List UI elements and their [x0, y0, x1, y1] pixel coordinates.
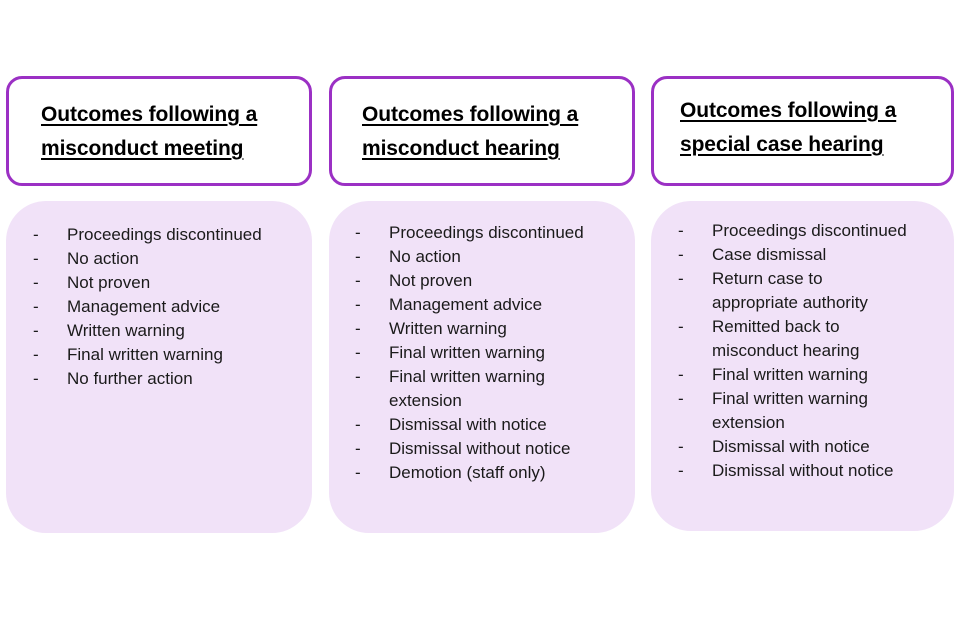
- list-item-label: Final written warning extension: [389, 367, 545, 410]
- list-item: - Management advice: [355, 293, 619, 317]
- list-item: - No action: [33, 247, 295, 271]
- column-header-title-2: Outcomes following a misconduct hearing: [362, 103, 579, 160]
- list-item-label: Written warning: [67, 321, 185, 340]
- list-item: - Demotion (staff only): [355, 461, 619, 485]
- list-item-label: Dismissal with notice: [389, 415, 547, 434]
- list-item: - Proceedings discontinued: [33, 223, 295, 247]
- outcome-list-2: - Proceedings discontinued - No action -…: [355, 221, 619, 485]
- outcomes-column-special-case-hearing: Outcomes following a special case hearin…: [651, 0, 954, 640]
- dash-bullet-icon: -: [355, 463, 361, 482]
- list-item: - Dismissal without notice: [678, 459, 944, 483]
- outcomes-column-misconduct-hearing: Outcomes following a misconduct hearing …: [329, 0, 635, 640]
- column-header-card-1: Outcomes following a misconduct meeting: [6, 76, 312, 186]
- dash-bullet-icon: -: [355, 415, 361, 434]
- dash-bullet-icon: -: [355, 223, 361, 242]
- list-item-label: Management advice: [67, 297, 221, 316]
- outcomes-column-misconduct-meeting: Outcomes following a misconduct meeting …: [6, 0, 312, 640]
- list-item-label: Final written warning: [712, 365, 868, 384]
- list-item-label: Dismissal without notice: [712, 461, 894, 480]
- list-item: - Management advice: [33, 295, 295, 319]
- list-item: - Final written warning extension: [355, 365, 619, 413]
- list-item: - Final written warning: [678, 363, 944, 387]
- dash-bullet-icon: -: [33, 345, 39, 364]
- column-body-card-1: - Proceedings discontinued - No action -…: [6, 201, 312, 533]
- list-item: - Written warning: [355, 317, 619, 341]
- dash-bullet-icon: -: [678, 269, 684, 288]
- list-item-label: Dismissal without notice: [389, 439, 571, 458]
- outcome-list-1: - Proceedings discontinued - No action -…: [33, 223, 295, 391]
- dash-bullet-icon: -: [33, 321, 39, 340]
- dash-bullet-icon: -: [355, 367, 361, 386]
- list-item-label: Demotion (staff only): [389, 463, 546, 482]
- dash-bullet-icon: -: [355, 247, 361, 266]
- list-item-label: No action: [67, 249, 139, 268]
- list-item: - Dismissal with notice: [678, 435, 944, 459]
- list-item: - Final written warning extension: [678, 387, 944, 435]
- dash-bullet-icon: -: [355, 295, 361, 314]
- outcome-list-3: - Proceedings discontinued - Case dismis…: [678, 219, 944, 483]
- dash-bullet-icon: -: [355, 439, 361, 458]
- dash-bullet-icon: -: [678, 365, 684, 384]
- dash-bullet-icon: -: [678, 245, 684, 264]
- list-item-label: Written warning: [389, 319, 507, 338]
- dash-bullet-icon: -: [678, 389, 684, 408]
- list-item-label: Not proven: [389, 271, 473, 290]
- dash-bullet-icon: -: [678, 317, 684, 336]
- column-header-card-2: Outcomes following a misconduct hearing: [329, 76, 635, 186]
- list-item-label: Proceedings discontinued: [67, 225, 262, 244]
- list-item-label: Case dismissal: [712, 245, 827, 264]
- list-item: - No action: [355, 245, 619, 269]
- column-body-card-2: - Proceedings discontinued - No action -…: [329, 201, 635, 533]
- list-item: - Final written warning: [355, 341, 619, 365]
- dash-bullet-icon: -: [33, 249, 39, 268]
- list-item-label: Return case to appropriate authority: [712, 269, 868, 312]
- list-item-label: Proceedings discontinued: [712, 221, 907, 240]
- list-item: - Remitted back to misconduct hearing: [678, 315, 944, 363]
- list-item: - Final written warning: [33, 343, 295, 367]
- list-item: - Case dismissal: [678, 243, 944, 267]
- list-item-label: Proceedings discontinued: [389, 223, 584, 242]
- list-item: - Proceedings discontinued: [678, 219, 944, 243]
- list-item: - No further action: [33, 367, 295, 391]
- list-item-label: Management advice: [389, 295, 543, 314]
- list-item-label: Dismissal with notice: [712, 437, 870, 456]
- dash-bullet-icon: -: [33, 225, 39, 244]
- dash-bullet-icon: -: [355, 343, 361, 362]
- dash-bullet-icon: -: [33, 369, 39, 388]
- dash-bullet-icon: -: [678, 221, 684, 240]
- list-item: - Dismissal without notice: [355, 437, 619, 461]
- dash-bullet-icon: -: [678, 437, 684, 456]
- list-item: - Not proven: [355, 269, 619, 293]
- column-header-title-3: Outcomes following a special case hearin…: [680, 99, 897, 156]
- column-header-title-1: Outcomes following a misconduct meeting: [41, 103, 258, 160]
- list-item-label: Final written warning: [389, 343, 545, 362]
- list-item-label: Remitted back to misconduct hearing: [712, 317, 860, 360]
- list-item-label: Not proven: [67, 273, 151, 292]
- dash-bullet-icon: -: [33, 297, 39, 316]
- list-item-label: Final written warning: [67, 345, 223, 364]
- list-item: - Proceedings discontinued: [355, 221, 619, 245]
- column-body-card-3: - Proceedings discontinued - Case dismis…: [651, 201, 954, 531]
- dash-bullet-icon: -: [33, 273, 39, 292]
- list-item-label: Final written warning extension: [712, 389, 868, 432]
- list-item: - Dismissal with notice: [355, 413, 619, 437]
- list-item: - Return case to appropriate authority: [678, 267, 944, 315]
- dash-bullet-icon: -: [678, 461, 684, 480]
- list-item: - Not proven: [33, 271, 295, 295]
- list-item: - Written warning: [33, 319, 295, 343]
- list-item-label: No action: [389, 247, 461, 266]
- dash-bullet-icon: -: [355, 319, 361, 338]
- dash-bullet-icon: -: [355, 271, 361, 290]
- column-header-card-3: Outcomes following a special case hearin…: [651, 76, 954, 186]
- list-item-label: No further action: [67, 369, 193, 388]
